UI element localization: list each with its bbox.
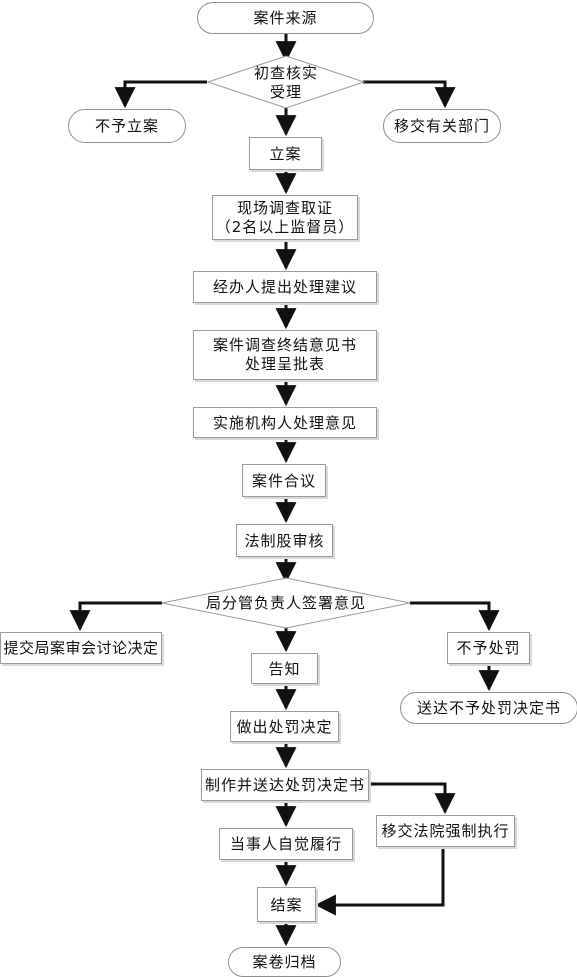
node-archive: 案卷归档 [228,947,341,977]
node-label: 案件合议 [251,471,316,490]
node-label-line1: 案件调查终结意见书 [212,336,357,354]
edge-sign-to-submit [69,601,162,632]
node-label-line1: 初查核实 [253,64,318,82]
node-label: 做出处罚决定 [236,717,333,736]
node-final-report: 案件调查终结意见书 处理呈批表 [193,330,377,380]
node-label: 案件来源 [253,9,318,27]
node-submit-committee: 提交局案审会讨论决定 [0,632,162,664]
node-no-case: 不予立案 [68,109,186,143]
node-file-case: 立案 [249,137,322,170]
node-label-line2: 受理 [269,83,302,101]
node-no-penalty: 不予处罚 [447,632,530,664]
node-issue-decision: 制作并送达处罚决定书 [201,769,369,801]
edge-court-to-close [314,847,445,916]
node-handler-suggestion: 经办人提出处理建议 [193,271,377,303]
edge-review-to-nocase [114,80,207,109]
node-agency-opinion: 实施机构人处理意见 [193,407,377,438]
node-label: 立案 [269,144,302,163]
review-decision-diamond [206,55,366,109]
node-label: 法制股审核 [244,531,325,550]
node-label-line1: 现场调查取证 [236,198,333,217]
node-make-decision: 做出处罚决定 [230,711,339,742]
node-label: 提交局案审会讨论决定 [3,639,159,657]
node-voluntary-comply: 当事人自觉履行 [219,828,353,860]
node-label: 局分管负责人签署意见 [205,594,366,612]
node-site-investigation: 现场调查取证 （2名以上监督员） [212,195,358,240]
node-court-enforce: 移交法院强制执行 [376,815,515,847]
node-label-line2: 处理呈批表 [244,355,325,373]
node-notify: 告知 [251,653,318,684]
node-label: 不予处罚 [456,639,521,657]
node-deliver-no-penalty: 送达不予处罚决定书 [400,692,577,724]
node-label: 不予立案 [94,117,159,135]
node-case-discussion: 案件合议 [242,464,326,497]
edge-issue-to-court [369,782,456,815]
node-label: 实施机构人处理意见 [212,413,357,432]
node-bureau-sign: 局分管负责人签署意见 [186,592,386,614]
node-label: 结案 [270,895,303,914]
node-label: 当事人自觉履行 [229,835,342,853]
node-label: 告知 [268,659,301,678]
node-transfer-dept: 移交有关部门 [383,109,501,143]
node-label: 送达不予处罚决定书 [416,699,561,717]
node-label: 制作并送达处罚决定书 [204,776,365,794]
node-label: 案卷归档 [252,953,317,971]
node-legal-review: 法制股审核 [236,524,333,557]
node-label: 经办人提出处理建议 [212,278,357,296]
node-initial-review: 初查核实 受理 [226,62,346,104]
node-label: 移交法院强制执行 [381,822,510,840]
node-label: 移交有关部门 [393,117,490,135]
edge-sign-to-nopenalty [410,601,500,632]
node-close-case: 结案 [257,887,316,922]
edge-review-to-transfer [363,80,456,109]
node-label-line2: （2名以上监督员） [215,217,355,236]
sign-decision-diamond [161,577,411,629]
node-case-source: 案件来源 [197,2,374,34]
